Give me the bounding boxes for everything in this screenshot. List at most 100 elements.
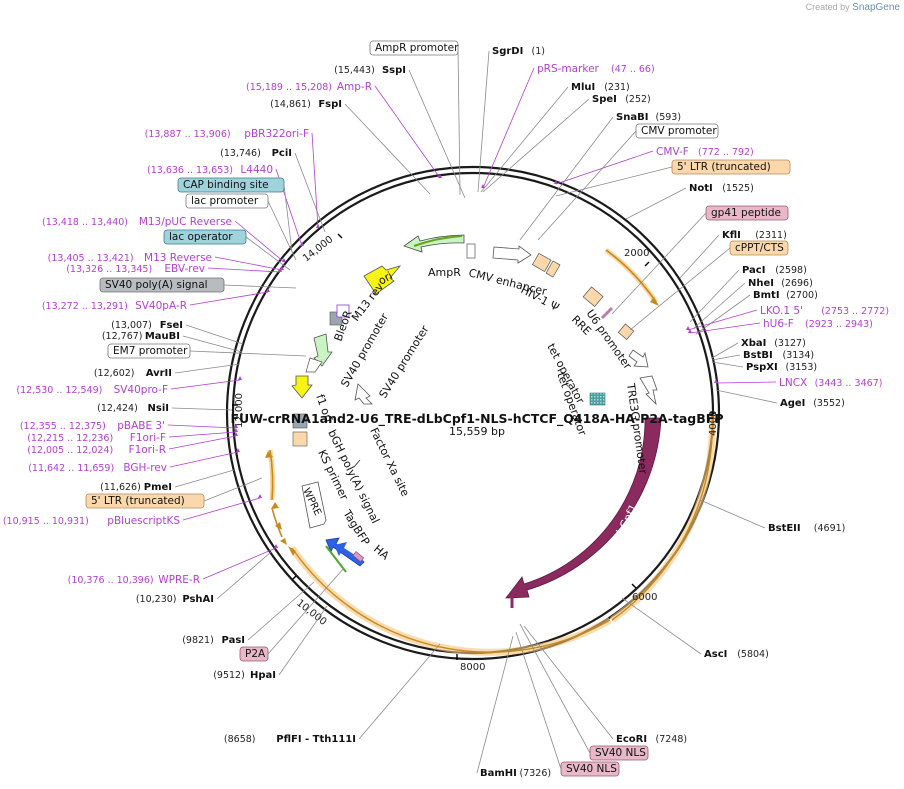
enzyme-site: NsiI(12,424) [97, 403, 233, 414]
enzyme-position: (1525) [722, 183, 754, 194]
feature-box-label: CMV promoter [641, 125, 717, 137]
primer-binding-site: F1ori-F(12,215 .. 12,236) [27, 428, 238, 444]
primer-position: (2753 .. 2772) [821, 306, 889, 317]
primer-binding-site: M13 Reverse(13,405 .. 13,421) [48, 252, 284, 271]
primer-binding-site: CMV-F(772 .. 792) [554, 146, 754, 185]
primer-position: (13,887 .. 13,906) [145, 129, 231, 140]
primer-binding-site: LNCX (3443 .. 3467) [714, 377, 882, 389]
feature-box: lac operator [163, 229, 291, 271]
enzyme-position: (3127) [774, 338, 806, 349]
enzyme-position: (2700) [786, 290, 818, 301]
tet-operator-box [589, 392, 606, 406]
sv40-promoter-label: SV40 promoter [377, 323, 432, 401]
primer-position: (11,642 .. 11,659) [28, 463, 114, 474]
enzyme-name: HpaI [250, 670, 276, 681]
feature-box: 5' LTR (truncated) [85, 477, 263, 509]
bgh-pa-box [292, 413, 308, 429]
ampr-promoter-box [466, 243, 476, 259]
primer-name: LKO.1 5' [760, 305, 803, 317]
enzyme-site: BmtI (2700) [695, 290, 818, 335]
feature-box: P2A [239, 567, 345, 662]
primer-binding-site: SV40pA-R(13,272 .. 13,291) [42, 288, 270, 312]
ruler-label: 10,000 [294, 598, 328, 628]
ltr-arc-1 [605, 249, 657, 303]
feature-box-label: cPPT/CTS [735, 242, 784, 254]
enzyme-position: (12,767) [102, 331, 143, 342]
primer-binding-site: pBluescriptKS(10,915 .. 10,931) [3, 494, 262, 527]
feature-box: cPPT/CTS [629, 240, 789, 331]
primer-position: (13,405 .. 13,421) [48, 253, 134, 264]
primer-name: EBV-rev [164, 263, 205, 275]
enzyme-site: HpaI(9512) [213, 605, 328, 681]
feature-box: CAP binding site [177, 177, 293, 253]
enzyme-name: PacI [742, 265, 765, 276]
enzyme-site: SnaBI(593) [519, 112, 682, 241]
enzyme-position: (5804) [737, 649, 769, 660]
ltr-inner-box [531, 252, 552, 273]
ampr-arrow [403, 234, 465, 253]
primer-name: M13/pUC Reverse [139, 216, 232, 228]
enzyme-site: AgeI(3552) [715, 389, 845, 409]
enzyme-position: (231) [604, 82, 630, 93]
feature-box: SV40 NLS [515, 631, 620, 777]
primer-position: (47 .. 66) [611, 64, 655, 75]
inner-features [265, 234, 662, 608]
enzyme-site: PacI (2598) [689, 265, 807, 323]
feature-box-label: SV40 NLS [566, 763, 617, 775]
enzyme-name: FspI [318, 99, 342, 110]
enzyme-position: (1) [532, 46, 545, 57]
feature-box-label: EM7 promoter [113, 345, 188, 357]
enzyme-position: (593) [656, 112, 682, 123]
enzyme-name: NsiI [148, 403, 169, 414]
primer-position: (13,418 .. 13,440) [42, 217, 128, 228]
watermark-prefix: Created by [805, 2, 850, 12]
enzyme-name: NotI [689, 183, 713, 194]
ring-features [267, 247, 716, 656]
enzyme-position: (2598) [775, 265, 807, 276]
primer-position: (3443 .. 3467) [815, 378, 883, 389]
enzyme-position: (14,861) [270, 99, 311, 110]
plasmid-length: 15,559 bp [449, 425, 505, 438]
ha-label: HA [371, 542, 392, 562]
enzyme-name: AvrII [146, 368, 172, 379]
primer-binding-site: hU6-F(2923 .. 2943) [688, 318, 873, 334]
sv40-promoter-arrow [354, 383, 373, 405]
feature-box-label: 5' LTR (truncated) [677, 161, 771, 173]
enzyme-name: BstBI [743, 350, 773, 361]
enzyme-name: FseI [160, 320, 183, 331]
primer-name: LNCX [779, 377, 807, 389]
enzyme-position: (7326) [520, 768, 552, 779]
enzyme-site: PmeI(11,626) [100, 469, 235, 493]
enzyme-site: BstEII(4691) [699, 499, 845, 534]
primer-name: SV40pro-F [114, 384, 168, 396]
enzyme-site: SgrDI(1) [477, 46, 545, 193]
enzyme-name: BamHI [480, 768, 517, 779]
f1-ori-arrow [291, 375, 313, 399]
ruler-label: 12,000 [234, 393, 245, 428]
ori-arrow [363, 265, 402, 295]
enzyme-name: BmtI [753, 290, 780, 301]
primer-position: (10,915 .. 10,931) [3, 516, 89, 527]
feature-box-label: SV40 poly(A) signal [105, 279, 208, 291]
enzyme-site: PspXI(3153) [711, 361, 817, 373]
enzyme-name: NheI [748, 278, 774, 289]
primer-name: pBABE 3' [117, 420, 165, 432]
primer-position: (2923 .. 2943) [805, 319, 873, 330]
enzyme-site: MluI(231) [480, 82, 630, 193]
enzyme-name: PasI [222, 635, 245, 646]
ltr-left-box [292, 431, 308, 447]
feature-box: CMV promoter [537, 123, 719, 241]
feature-box-label: P2A [245, 648, 266, 660]
feature-box: SV40 NLS [519, 623, 649, 761]
primer-position: (10,376 .. 10,396) [68, 575, 154, 586]
ha-box [352, 551, 365, 563]
feature-box-label: CAP binding site [183, 179, 269, 191]
tre3g-promoter-arrow [639, 375, 658, 406]
enzyme-site: SpeI(252) [482, 94, 651, 193]
enzyme-site: AscI(5804) [621, 597, 769, 660]
enzyme-position: (13,746) [220, 148, 261, 159]
primer-name: BGH-rev [123, 462, 167, 474]
primer-position: (12,355 .. 12,375) [20, 421, 106, 432]
primer-name: pBR322ori-F [244, 128, 309, 140]
enzyme-site: PasI(9821) [182, 581, 315, 646]
